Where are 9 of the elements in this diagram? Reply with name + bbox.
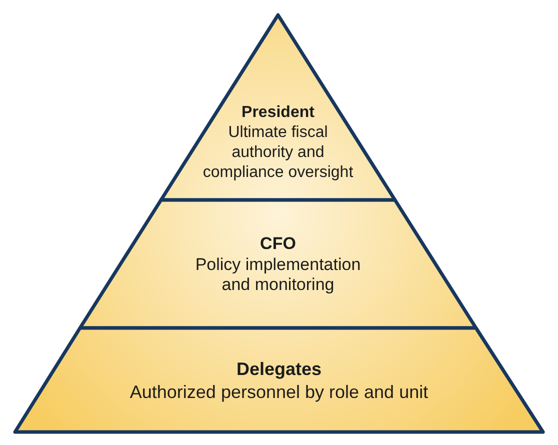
pyramid-tier: [161, 15, 395, 200]
tier-description: Policy implementation and monitoring: [194, 255, 362, 295]
pyramid-tier: [15, 328, 543, 432]
pyramid-tier: [80, 200, 476, 328]
tier-title: President: [242, 103, 314, 123]
tier-description: Ultimate fiscal authority and compliance oversight: [202, 123, 354, 183]
tier-title: Delegates: [236, 358, 322, 381]
tier-title: CFO: [260, 233, 296, 255]
tier-description: Authorized personnel by role and unit: [130, 381, 428, 404]
